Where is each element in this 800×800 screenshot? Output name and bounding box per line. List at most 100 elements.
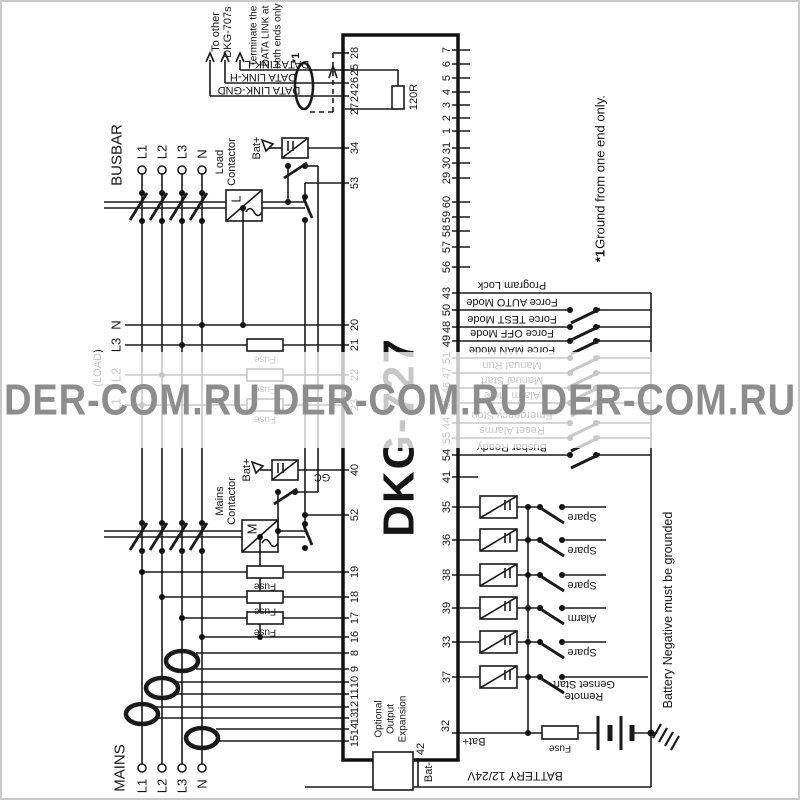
- data-link-h-label: DATA LINK-H: [230, 71, 296, 83]
- terminal-number: 60: [441, 196, 453, 208]
- load-row-label: N: [109, 320, 124, 329]
- terminal-number: 38: [441, 569, 453, 581]
- terminal-number: 28: [349, 47, 361, 59]
- terminal-number: 36: [441, 534, 453, 546]
- battery-icon: [596, 716, 635, 750]
- mains-contactor-label: Contactor: [226, 477, 238, 525]
- terminal-number: 37: [441, 671, 453, 683]
- load-contactor-label: Contactor: [226, 138, 238, 186]
- terminal-number: 11: [349, 688, 361, 699]
- phase-lines: [141, 174, 203, 764]
- terminal-number: 30: [441, 157, 453, 169]
- busbar-phase-label: N: [195, 149, 210, 158]
- output-label: Spare: [567, 646, 596, 658]
- bat-plus-label: Bat+: [251, 137, 263, 160]
- terminal-number: 8: [349, 650, 361, 656]
- input-label: Force AUTO Mode: [466, 296, 558, 308]
- terminal-number: 5: [441, 75, 453, 81]
- ground-icon: [652, 723, 680, 751]
- terminal-number: 41: [441, 471, 453, 483]
- ground-note-ref: *1: [593, 250, 608, 262]
- terminal-number: 17: [349, 612, 361, 624]
- battery-note: Battery Negative must be grounded: [661, 512, 675, 709]
- mains-phase-label: L2: [155, 779, 170, 793]
- terminal-number: 26: [349, 77, 361, 89]
- terminal-number: 1: [441, 128, 453, 134]
- arrow-icon: [235, 51, 245, 63]
- fuse-label: Fuse: [548, 743, 571, 754]
- fuse-label: Fuse: [253, 581, 276, 592]
- expansion-label: Output: [386, 704, 397, 734]
- arrow-icon: [205, 51, 215, 63]
- terminal-number: 4: [441, 89, 453, 95]
- resistor-120r: [391, 85, 405, 110]
- output-label: Spare: [567, 544, 596, 556]
- output-label: Spare: [567, 511, 596, 523]
- outputs-section: [452, 476, 648, 733]
- terminal-number: 34: [349, 142, 361, 154]
- mains-phase-label: L3: [175, 779, 190, 793]
- mains-phase-label: L1: [135, 779, 150, 793]
- arrow-icon: [328, 63, 338, 79]
- load-contactor-contacts: [128, 192, 209, 221]
- data-link-l-label: DATA LINK-L: [245, 58, 309, 70]
- terminal-number: 42: [415, 743, 427, 755]
- terminal-number: 7: [441, 47, 453, 53]
- watermark-text: DER-COM.RU DER-COM.RU DER-COM.RU: [4, 376, 796, 425]
- fuse-label: Fuse: [253, 627, 276, 638]
- battery-label: BATTERY 12/24V: [467, 769, 562, 783]
- mains-phase-label: N: [195, 779, 210, 788]
- load-row-label: L3: [109, 338, 124, 352]
- sine-icon: [245, 207, 263, 217]
- terminal-number: 57: [441, 241, 453, 253]
- arrow-icon: [260, 138, 275, 153]
- input-label: Force OFF Mode: [470, 327, 554, 339]
- terminal-number: 52: [349, 509, 361, 521]
- terminal-number: 13: [349, 712, 361, 724]
- shield-ellipse-icon: [293, 61, 315, 111]
- output-label: Remote: [565, 690, 604, 702]
- terminal-number: 12: [349, 701, 361, 713]
- terminal-number: 19: [349, 566, 361, 578]
- terminal-number: 3: [441, 102, 453, 108]
- terminal-number: 2: [441, 115, 453, 121]
- to-other-label: DKG-707s: [222, 6, 234, 58]
- sine-icon: [261, 538, 279, 548]
- data-link-gnd-label: DATA LINK-GND: [218, 84, 301, 96]
- contactor-letter: M: [245, 524, 260, 535]
- contactor-letter: L: [229, 195, 244, 202]
- terminal-number: 56: [441, 261, 453, 273]
- bat-plus-label: Bat+: [463, 735, 486, 747]
- terminal-number: 10: [349, 676, 361, 688]
- busbar-phase-label: L3: [175, 145, 190, 159]
- terminal-number: 14: [349, 723, 361, 735]
- terminal-number: 54: [441, 449, 453, 461]
- input-label: Force TEST Mode: [467, 313, 556, 325]
- expansion-label: Optional: [374, 700, 385, 737]
- terminal-number: 59: [441, 211, 453, 223]
- terminate-label: Terminate the: [249, 5, 260, 66]
- terminal-number: 24: [349, 90, 361, 102]
- output-label: Spare: [567, 579, 596, 591]
- terminal-number: 20: [349, 319, 361, 331]
- terminal-number: 21: [349, 339, 361, 351]
- to-other-label: To other: [210, 12, 222, 52]
- terminal-number: 53: [349, 177, 361, 189]
- terminal-number: 50: [441, 304, 453, 316]
- terminate-label: both ends only: [273, 3, 284, 68]
- current-transformers: [123, 648, 221, 751]
- terminal-number: 25: [349, 64, 361, 76]
- terminal-number: 32: [440, 720, 452, 732]
- output-label: Genset Start: [553, 678, 615, 690]
- fuse-label: Fuse: [253, 606, 276, 617]
- expansion-label: Expansion: [398, 696, 409, 743]
- ground-note: Ground from one end only.: [593, 95, 608, 249]
- terminal-number: 29: [441, 172, 453, 184]
- terminal-number: 33: [441, 636, 453, 648]
- terminal-number: 39: [441, 602, 453, 614]
- arrow-icon: [220, 51, 230, 63]
- terminal-number: 43: [441, 287, 453, 299]
- bat-plus-label: Bat+: [241, 459, 253, 482]
